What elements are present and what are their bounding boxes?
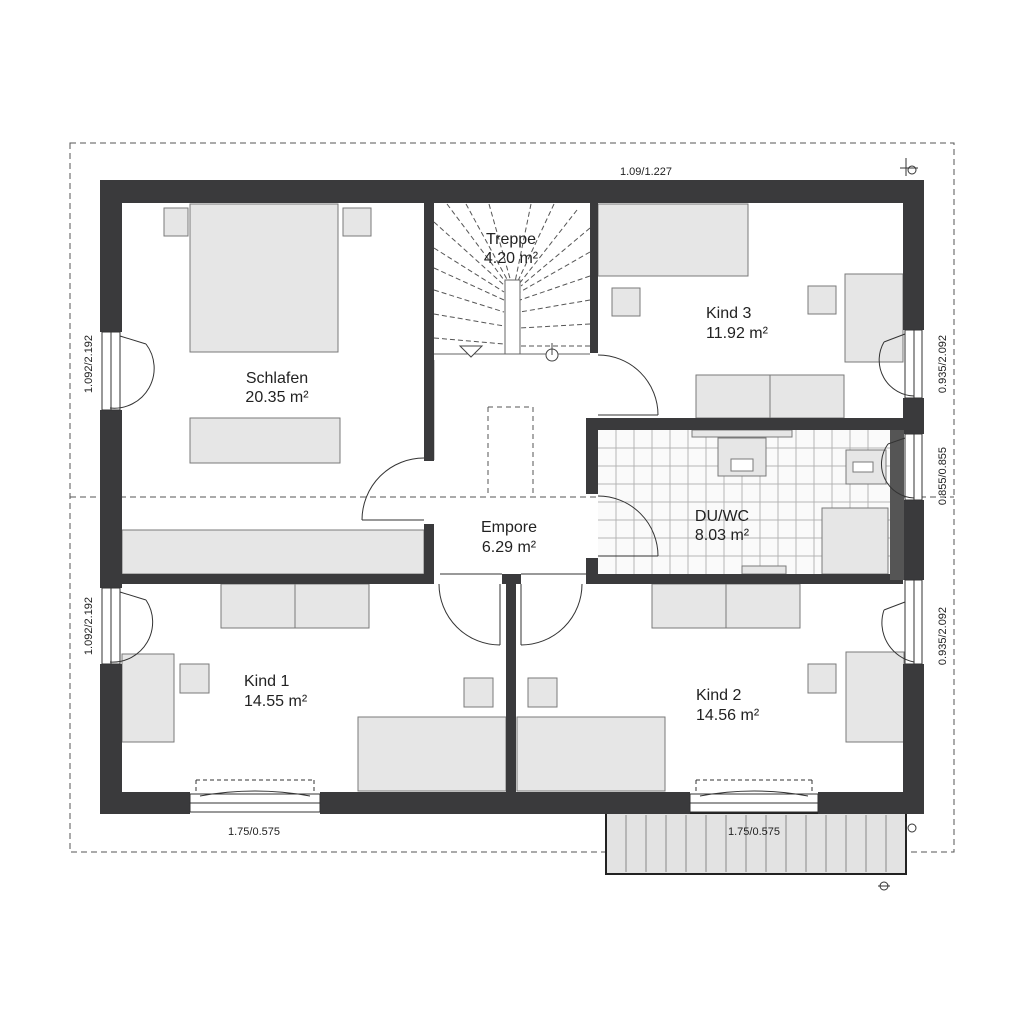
- bench: [189, 417, 341, 464]
- dashed-boundary: [69, 142, 955, 853]
- shower: [821, 507, 889, 575]
- room-area-kind2: 14.56 m²: [696, 707, 760, 724]
- room-labels: Schlafen 20.35 m² Treppe 4.20 m² Kind 3 …: [244, 231, 769, 724]
- walls: [100, 180, 924, 814]
- nightstand: [342, 207, 372, 237]
- bed: [597, 203, 749, 277]
- bed: [357, 716, 507, 792]
- wardrobe: [695, 374, 771, 419]
- bed: [189, 203, 339, 353]
- stair-arrow-icon: [458, 345, 484, 358]
- room-area-schlafen: 20.35 m²: [245, 389, 309, 406]
- stool: [179, 663, 210, 694]
- room-name-kind3: Kind 3: [706, 305, 751, 322]
- stool: [527, 677, 558, 708]
- stool: [807, 663, 837, 694]
- dim-right-lower: 0.935/2.092: [937, 607, 949, 665]
- staircase: [433, 203, 591, 362]
- dim-top: 1.09/1.227: [620, 166, 672, 178]
- wardrobe: [220, 583, 296, 629]
- desk: [121, 653, 175, 743]
- room-area-empore: 6.29 m²: [482, 539, 537, 556]
- stool: [611, 287, 641, 317]
- door-swing-icon: [361, 354, 659, 646]
- dim-right-upper: 0.935/2.092: [937, 335, 949, 393]
- bed: [516, 716, 666, 792]
- room-name-empore: Empore: [481, 519, 537, 536]
- room-name-kind1: Kind 1: [244, 673, 289, 690]
- furniture: [121, 203, 905, 792]
- room-area-kind1: 14.55 m²: [244, 693, 308, 710]
- wardrobe: [651, 583, 727, 629]
- dim-left-lower: 1.092/2.192: [83, 597, 95, 655]
- stool: [807, 285, 837, 315]
- room-name-schlafen: Schlafen: [246, 370, 308, 387]
- dim-right-middle: 0.855/0.855: [937, 447, 949, 505]
- stool: [463, 677, 494, 708]
- counter: [691, 429, 793, 438]
- desk: [844, 273, 904, 363]
- room-area-treppe: 4.20 m²: [484, 250, 539, 267]
- section-marker-icon: [878, 158, 918, 891]
- room-name-duwc: DU/WC: [695, 508, 749, 525]
- window-icon: [101, 329, 923, 813]
- dimension-labels: 1.09/1.227 1.092/2.192 1.092/2.192 0.935…: [83, 166, 949, 838]
- attic-opening: [487, 406, 534, 497]
- balcony: [605, 812, 907, 875]
- desk: [845, 651, 905, 743]
- room-area-duwc: 8.03 m²: [695, 527, 750, 544]
- wardrobe: [769, 374, 845, 419]
- room-name-treppe: Treppe: [486, 231, 536, 248]
- room-name-kind2: Kind 2: [696, 687, 741, 704]
- drain: [741, 565, 787, 575]
- wardrobe: [121, 529, 425, 575]
- room-area-kind3: 11.92 m²: [706, 325, 769, 342]
- wardrobe: [725, 583, 801, 629]
- dim-left-upper: 1.092/2.192: [83, 335, 95, 393]
- wardrobe: [294, 583, 370, 629]
- dim-bottom-right: 1.75/0.575: [728, 826, 780, 838]
- dim-bottom-left: 1.75/0.575: [228, 826, 280, 838]
- nightstand: [163, 207, 189, 237]
